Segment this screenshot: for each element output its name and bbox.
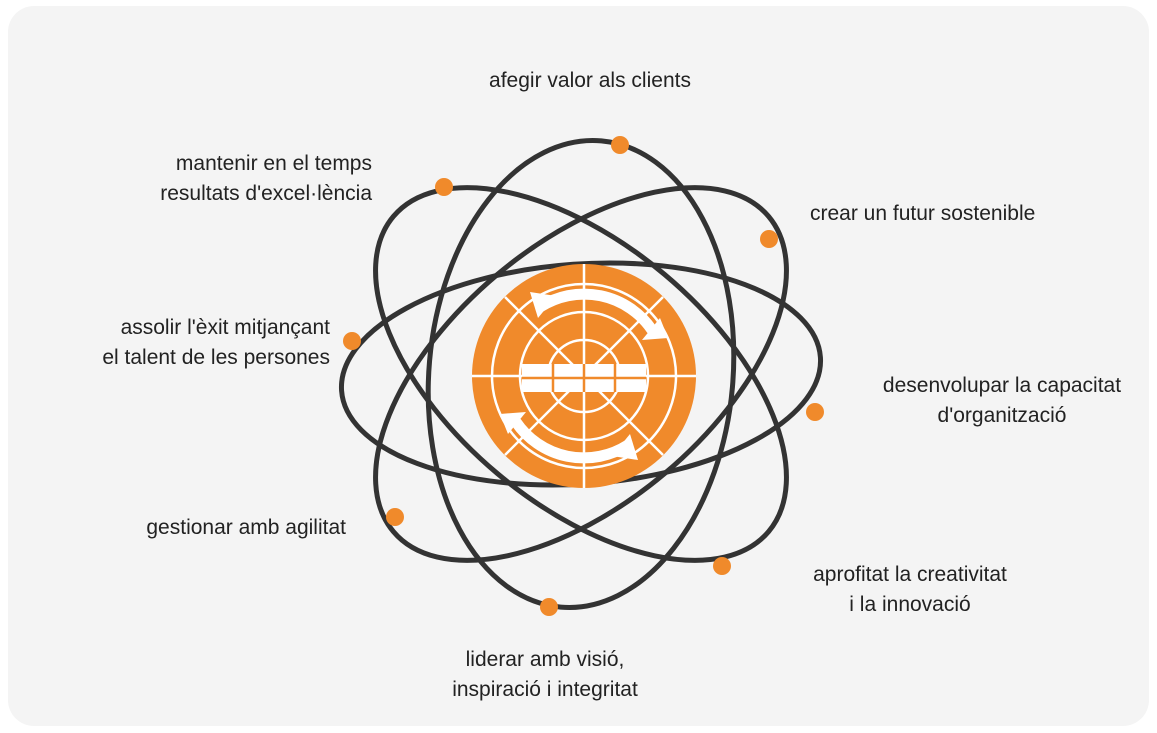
label-line: el talent de les persones bbox=[102, 346, 330, 369]
node-gestionar-agilitat bbox=[386, 508, 404, 526]
label-line: assolir l'èxit mitjançant bbox=[120, 316, 330, 339]
label-line: gestionar amb agilitat bbox=[146, 516, 346, 539]
label-line: d'organització bbox=[937, 404, 1067, 427]
label-capacitat-organitzacio: desenvolupar la capacitat d'organització bbox=[862, 371, 1142, 431]
orbit-vertical bbox=[425, 138, 737, 610]
orbit-nodes bbox=[343, 136, 824, 616]
label-line: afegir valor als clients bbox=[489, 69, 691, 92]
label-line: inspiració i integritat bbox=[452, 678, 638, 701]
label-line: resultats d'excel·lència bbox=[160, 182, 372, 205]
label-creativitat-innovacio: aprofitat la creativitat i la innovació bbox=[780, 560, 1040, 620]
label-resultats-excellencia: mantenir en el temps resultats d'excel·l… bbox=[100, 149, 372, 209]
node-futur-sostenible bbox=[760, 230, 778, 248]
orbit-diagonal-right bbox=[373, 185, 789, 563]
node-liderar-visio bbox=[540, 598, 558, 616]
label-gestionar-agilitat: gestionar amb agilitat bbox=[80, 513, 346, 543]
label-line: desenvolupar la capacitat bbox=[882, 374, 1122, 397]
node-exit-talent bbox=[343, 332, 361, 350]
label-line: i la innovació bbox=[849, 593, 971, 616]
node-resultats-excellencia bbox=[435, 178, 453, 196]
label-exit-talent: assolir l'èxit mitjançant el talent de l… bbox=[30, 313, 330, 373]
label-line: aprofitat la creativitat bbox=[813, 563, 1007, 586]
label-line: mantenir en el temps bbox=[175, 152, 372, 175]
node-creativitat-innovacio bbox=[713, 557, 731, 575]
label-line: crear un futur sostenible bbox=[810, 202, 1036, 225]
circular-arrows-emblem-icon bbox=[472, 264, 696, 488]
label-line: liderar amb visió, bbox=[465, 648, 625, 671]
node-capacitat-organitzacio bbox=[806, 403, 824, 421]
label-futur-sostenible: crear un futur sostenible bbox=[810, 199, 1070, 229]
orbit-diagonal-left bbox=[373, 185, 789, 563]
label-liderar-visio: liderar amb visió, inspiració i integrit… bbox=[415, 645, 675, 705]
label-afegir-valor: afegir valor als clients bbox=[440, 66, 740, 96]
node-afegir-valor bbox=[611, 136, 629, 154]
